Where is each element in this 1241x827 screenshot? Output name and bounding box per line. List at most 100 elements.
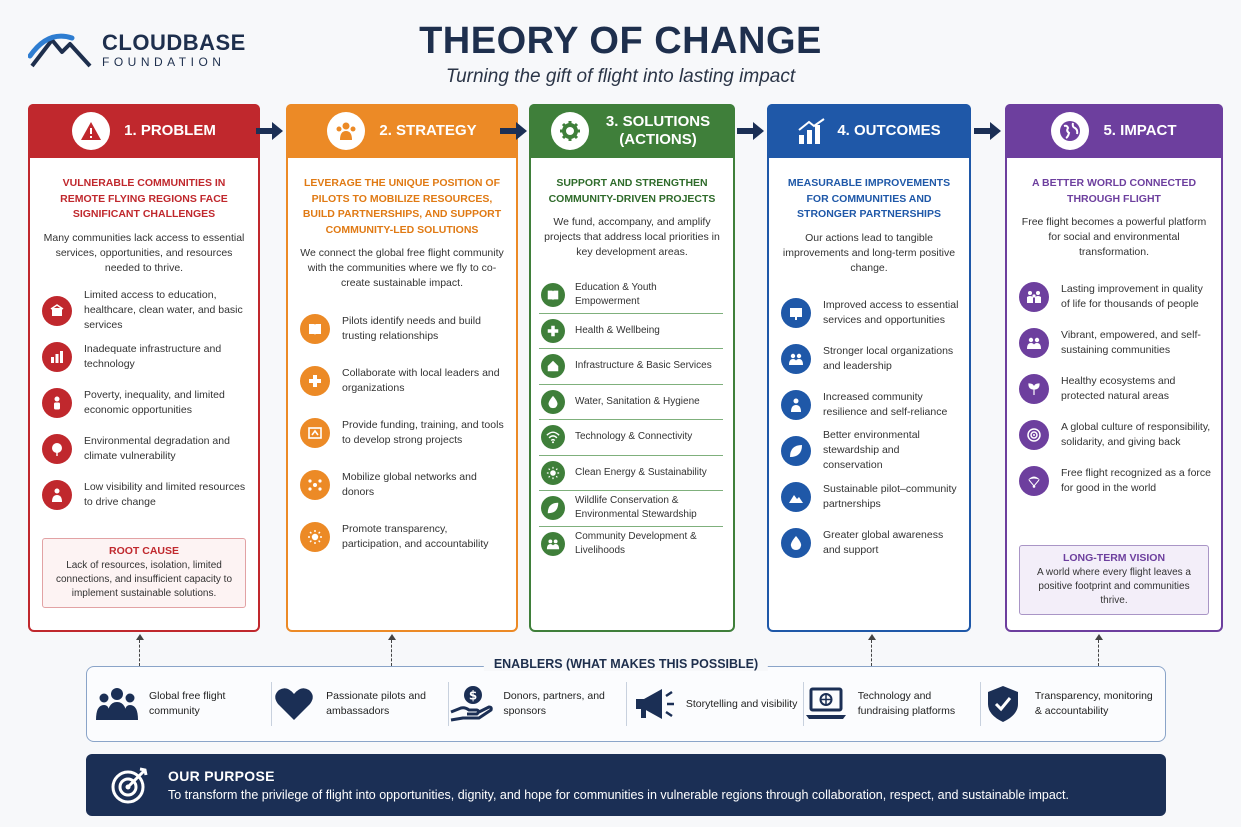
list-item: Promote transparency, participation, and… (298, 511, 506, 563)
warning-icon (72, 112, 111, 150)
person-icon (781, 389, 811, 420)
sun-icon (541, 460, 565, 485)
solutions-title: 3. SOLUTIONS (ACTIONS) (605, 113, 711, 148)
list-item: Better environmental stewardship and con… (779, 428, 959, 474)
poverty-icon (42, 387, 72, 418)
outcomes-header: 4. OUTCOMES (767, 104, 971, 158)
people-icon (541, 532, 565, 557)
list-item: Pilots identify needs and build trusting… (298, 303, 506, 355)
impact-column: 5. IMPACT A BETTER WORLD CONNECTED THROU… (1005, 104, 1223, 632)
strategy-description: We connect the global free flight commun… (300, 247, 504, 289)
chart-growth-icon (797, 112, 827, 150)
logo-subtitle: FOUNDATION (102, 55, 226, 69)
ecosystem-icon (1019, 374, 1049, 404)
enabler-item: Transparency, monitoring & accountabilit… (981, 682, 1157, 726)
group-icon (327, 112, 366, 150)
list-item: Environmental degradation and climate vu… (40, 426, 248, 472)
list-item: Greater global awareness and support (779, 520, 959, 566)
list-item: Healthy ecosystems and protected natural… (1017, 366, 1211, 412)
outcomes-description: Our actions lead to tangible improvement… (782, 231, 956, 274)
plus-icon (541, 318, 565, 343)
list-item: Inadequate infrastructure and technology (40, 334, 248, 380)
environment-icon (42, 433, 72, 464)
water-drop-icon (541, 389, 565, 414)
long-term-vision-title: LONG-TERM VISION (1062, 552, 1166, 564)
people-icon (1019, 328, 1049, 358)
wifi-icon (541, 425, 565, 450)
list-item: Clean Energy & Sustainability (539, 456, 723, 491)
donation-icon: $ (450, 686, 494, 722)
outcomes-lead: MEASURABLE IMPROVEMENTS FOR COMMUNITIES … (787, 177, 951, 220)
list-item: Increased community resilience and self-… (779, 382, 959, 428)
problem-header: 1. PROBLEM (28, 104, 260, 158)
target-icon (111, 767, 148, 804)
connector-line (871, 640, 872, 666)
connector-line (139, 640, 140, 666)
infrastructure-icon (42, 341, 72, 372)
school-icon (42, 295, 72, 326)
page-subtitle: Turning the gift of flight into lasting … (445, 66, 796, 87)
board-icon (781, 297, 811, 328)
list-item: Wildlife Conservation & Environmental St… (539, 491, 723, 527)
strategy-title: 2. STRATEGY (379, 122, 477, 139)
gear-icon (551, 112, 589, 150)
problem-description: Many communities lack access to essentia… (43, 231, 245, 274)
globe-icon (1051, 112, 1090, 150)
book-icon (541, 283, 565, 308)
outcomes-column: 4. OUTCOMES MEASURABLE IMPROVEMENTS FOR … (767, 104, 971, 632)
laptop-icon (805, 687, 846, 719)
root-cause-title: ROOT CAUSE (108, 545, 179, 557)
people-icon (781, 343, 811, 374)
arrow-right-icon (500, 122, 527, 140)
enabler-item: Technology and fundraising platforms (804, 682, 981, 726)
purpose-text: To transform the privilege of flight int… (168, 788, 1069, 802)
leaf-icon (541, 496, 565, 521)
list-item: Collaborate with local leaders and organ… (298, 355, 506, 407)
purpose-title: OUR PURPOSE (168, 768, 275, 784)
heart-icon (275, 688, 313, 720)
root-cause-box: ROOT CAUSE Lack of resources, isolation,… (42, 538, 246, 608)
solutions-lead: SUPPORT AND STRENGTHEN COMMUNITY-DRIVEN … (548, 177, 716, 205)
book-icon (300, 314, 330, 344)
shield-icon (987, 686, 1018, 722)
problem-column: 1. PROBLEM VULNERABLE COMMUNITIES IN REM… (28, 104, 260, 632)
enablers-panel: ENABLERS (WHAT MAKES THIS POSSIBLE) Glob… (86, 657, 1166, 742)
paraglider-icon (1019, 466, 1049, 496)
list-item: Improved access to essential services an… (779, 290, 959, 336)
outcomes-title: 4. OUTCOMES (837, 122, 941, 139)
long-term-vision-text: A world where every flight leaves a posi… (1037, 567, 1191, 606)
logo-name: CLOUDBASE (102, 30, 246, 55)
list-item: Low visibility and limited resources to … (40, 472, 248, 518)
strategy-header: 2. STRATEGY (286, 104, 518, 158)
house-icon (541, 354, 565, 379)
arrow-right-icon (737, 122, 764, 140)
cloudbase-logo-icon (28, 33, 92, 68)
problem-title: 1. PROBLEM (124, 122, 216, 139)
impact-header: 5. IMPACT (1005, 104, 1223, 158)
connector-arrow-icon (135, 634, 144, 640)
connector-line (1098, 640, 1099, 666)
connector-arrow-icon (387, 634, 396, 640)
purpose-banner: OUR PURPOSE To transform the privilege o… (86, 754, 1166, 816)
arrow-right-icon (256, 122, 283, 140)
list-item: Free flight recognized as a force for go… (1017, 458, 1211, 504)
person-icon (42, 479, 72, 510)
enabler-item: $ Donors, partners, and sponsors (449, 682, 627, 726)
list-item: Technology & Connectivity (539, 420, 723, 456)
list-item: Sustainable pilot–community partnerships (779, 474, 959, 520)
list-item: Mobilize global networks and donors (298, 459, 506, 511)
connector-line (391, 640, 392, 666)
solutions-header: 3. SOLUTIONS (ACTIONS) (529, 104, 735, 158)
logo: CLOUDBASE FOUNDATION (28, 26, 246, 74)
solutions-description: We fund, accompany, and amplify projects… (544, 216, 720, 258)
list-item: Provide funding, training, and tools to … (298, 407, 506, 459)
impact-lead: A BETTER WORLD CONNECTED THROUGH FLIGHT (1031, 177, 1197, 205)
solutions-column: 3. SOLUTIONS (ACTIONS) SUPPORT AND STREN… (529, 104, 735, 632)
network-icon (300, 470, 330, 500)
enabler-item: Global free flight community (95, 682, 273, 726)
long-term-vision-box: LONG-TERM VISION A world where every fli… (1019, 545, 1209, 615)
community-icon (96, 688, 138, 720)
list-item: Community Development & Livelihoods (539, 527, 723, 563)
sun-icon (300, 522, 330, 552)
enabler-item: Storytelling and visibility (627, 682, 804, 726)
